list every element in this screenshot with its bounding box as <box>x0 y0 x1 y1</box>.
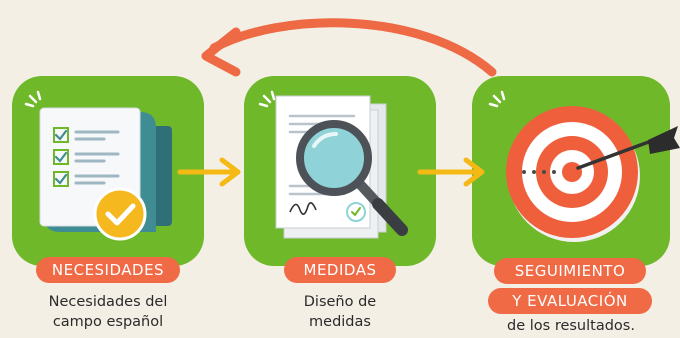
connector-arrow-icon <box>177 157 241 187</box>
step-caption-line1: Necesidades del <box>48 294 168 310</box>
step-caption-line2: medidas <box>309 314 371 330</box>
target-arrow-icon <box>506 106 680 242</box>
step-badge: NECESIDADES <box>36 257 180 283</box>
return-arrow-icon <box>201 18 497 77</box>
step-badge-line2: Y EVALUACIÓN <box>488 288 652 314</box>
connector-arrow-icon <box>417 157 485 187</box>
step-caption: de los resultados. <box>507 318 635 334</box>
step-caption-line2: campo español <box>52 314 164 330</box>
step-badge-line1: SEGUIMIENTO <box>494 258 646 284</box>
sparkle-icon <box>24 90 506 108</box>
step-caption-line1: Diseño de <box>303 294 377 310</box>
magnifying-glass-document-icon <box>275 95 408 239</box>
checklist-document-icon <box>39 107 172 241</box>
step-badge: MEDIDAS <box>284 257 396 283</box>
